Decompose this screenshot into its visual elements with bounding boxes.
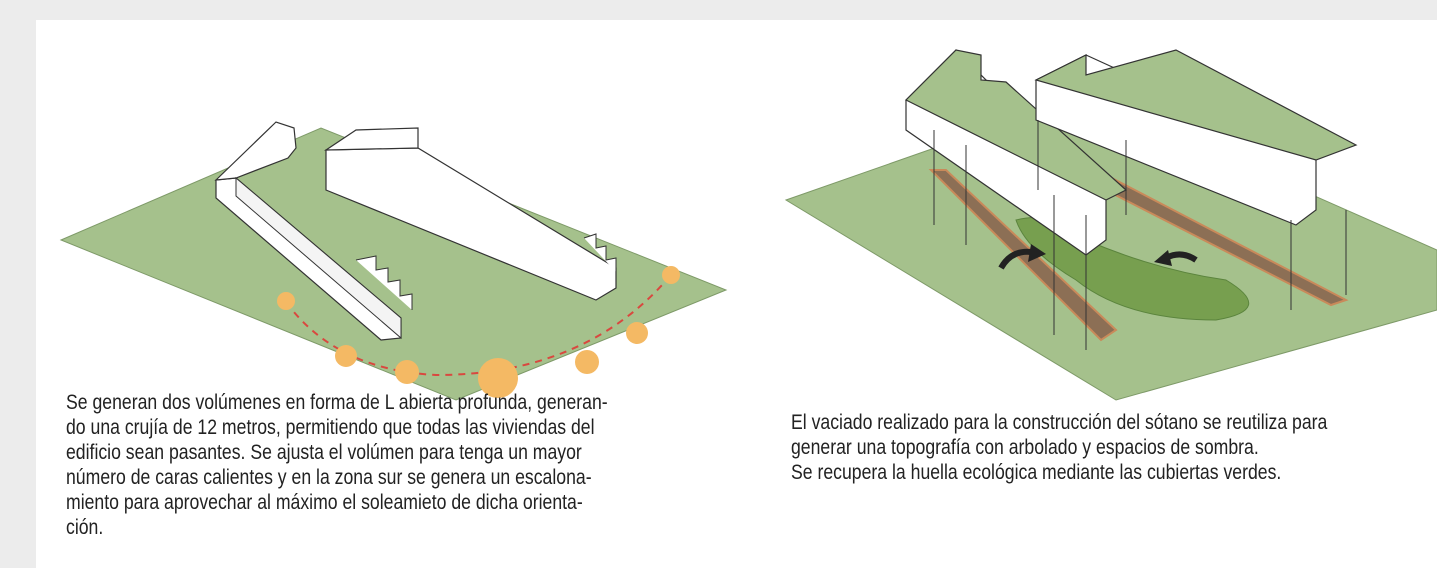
caption-line: do una crujía de 12 metros, permitiendo … [66,416,595,439]
caption-massing: Se generan dos volúmenes en forma de L a… [66,390,608,540]
left-roof [904,49,1128,201]
arrow-icon [1028,244,1046,262]
right-roof [1034,49,1358,161]
stairs-left [355,255,413,310]
panel-excavation: El vaciado realizado para la construcció… [756,20,1437,568]
arrow-icon [1154,250,1172,266]
sun-path-arc [285,274,672,377]
sun-icon [626,322,648,344]
caption-line: miento para aprovechar al máximo el sole… [66,491,583,514]
excavation-diagram [784,49,1437,401]
arrow-icon [998,248,1032,270]
right-volume-top [323,127,419,151]
stairs-right [583,233,617,272]
caption-line: edificio sean pasantes. Se ajusta el vol… [66,441,582,464]
massing-diagram [59,121,728,401]
caption-line: número de caras calientes y en la zona s… [66,466,592,489]
caption-line: generar una topografía con arbolado y es… [791,436,1259,459]
diagram-sheet: Se generan dos volúmenes en forma de L a… [36,20,1437,568]
sun-icon [575,350,599,374]
caption-line: ción. [66,516,104,539]
panel-massing: Se generan dos volúmenes en forma de L a… [36,20,756,568]
sun-icon [662,266,680,284]
sun-icon [335,345,357,367]
caption-line: Se recupera la huella ecológica mediante… [791,461,1282,484]
projection-lines [933,120,1347,350]
caption-line: Se generan dos volúmenes en forma de L a… [66,391,608,414]
sun-icon [277,292,295,310]
caption-line: El vaciado realizado para la construcció… [791,411,1328,434]
left-volume-face [235,176,402,340]
sun-icon [478,358,518,398]
sun-icon [395,360,419,384]
sun-positions [277,266,680,398]
caption-excavation: El vaciado realizado para la construcció… [791,410,1327,485]
